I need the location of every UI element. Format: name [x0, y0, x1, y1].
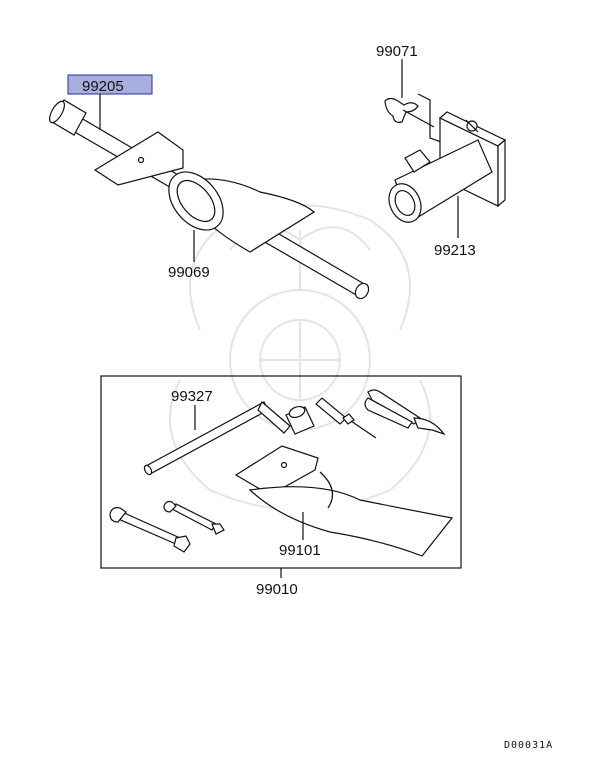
spanner-small-drawing	[163, 500, 225, 535]
pliers-drawing	[364, 389, 446, 436]
tool-pouch-drawing	[234, 445, 454, 557]
highlight-box	[67, 74, 153, 95]
part-label-99205[interactable]: 99205	[82, 78, 124, 95]
part-label-99071[interactable]: 99071	[376, 43, 418, 60]
spanner-large-drawing	[109, 507, 191, 553]
jack-holder-drawing	[388, 111, 507, 223]
wheel-wrench-drawing	[143, 401, 315, 476]
part-label-99213[interactable]: 99213	[434, 242, 476, 259]
diagram-code: D00031A	[504, 740, 553, 751]
part-label-99069[interactable]: 99069	[168, 264, 210, 281]
part-label-99101[interactable]: 99101	[279, 542, 321, 559]
wing-bolt-drawing	[384, 97, 435, 128]
part-label-99010[interactable]: 99010	[256, 581, 298, 598]
part-label-99327[interactable]: 99327	[171, 388, 213, 405]
screwdriver-drawing	[315, 397, 377, 439]
band-drawing	[168, 171, 224, 231]
